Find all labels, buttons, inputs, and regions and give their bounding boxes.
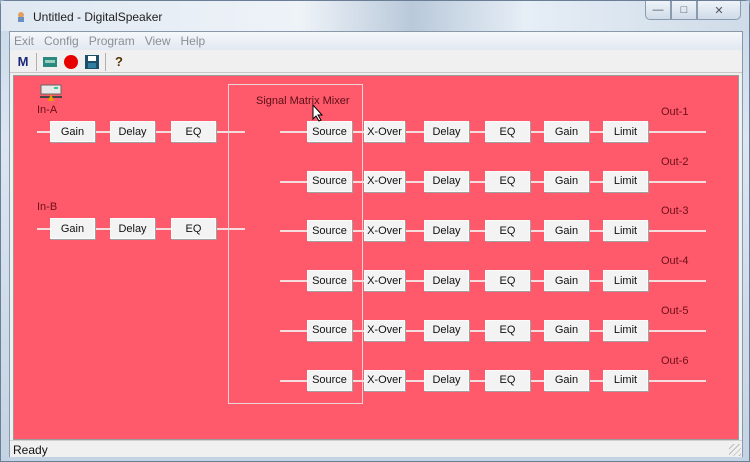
close-button[interactable]: ✕ xyxy=(697,1,741,20)
toolbar-separator xyxy=(105,52,106,71)
help-icon: ? xyxy=(115,54,123,69)
output-label-3: Out-3 xyxy=(661,205,689,218)
title-bar[interactable]: Untitled - DigitalSpeaker — □ ✕ xyxy=(1,1,749,31)
output-label-6: Out-6 xyxy=(661,354,689,367)
m-button[interactable]: M xyxy=(14,53,32,71)
out-2-gain-block[interactable]: Gain xyxy=(544,170,589,192)
status-bar: Ready xyxy=(10,440,742,457)
input-label-a: In-A xyxy=(37,104,58,116)
out-3-source-block[interactable]: Source xyxy=(307,220,352,242)
menu-program[interactable]: Program xyxy=(88,34,135,48)
in-a-gain-block[interactable]: Gain xyxy=(50,121,95,142)
out-4-limit-block[interactable]: Limit xyxy=(603,270,648,292)
mixer-title: Signal Matrix Mixer xyxy=(256,95,350,107)
menu-help[interactable]: Help xyxy=(180,34,206,48)
in-a-delay-block[interactable]: Delay xyxy=(110,121,155,142)
in-b-gain-block[interactable]: Gain xyxy=(50,218,95,239)
out-3-limit-block[interactable]: Limit xyxy=(603,220,648,242)
client-area: Exit Config Program View Help M xyxy=(9,31,743,457)
out-1-limit-block[interactable]: Limit xyxy=(603,121,648,142)
menu-view[interactable]: View xyxy=(144,34,171,48)
signal-matrix-mixer[interactable] xyxy=(228,84,363,404)
toolbar: M ? xyxy=(10,51,742,73)
out-5-limit-block[interactable]: Limit xyxy=(603,319,648,341)
output-label-1: Out-1 xyxy=(661,106,689,118)
out-6-delay-block[interactable]: Delay xyxy=(424,369,469,391)
menu-bar: Exit Config Program View Help xyxy=(10,32,742,50)
out-1-gain-block[interactable]: Gain xyxy=(544,121,589,142)
signal-flow-canvas: In-A Gain Delay EQ In-B Gain Delay EQ Si… xyxy=(13,75,739,440)
m-icon: M xyxy=(17,54,29,69)
maximize-button[interactable]: □ xyxy=(671,1,697,20)
out-6-gain-block[interactable]: Gain xyxy=(544,369,589,391)
out-5-eq-block[interactable]: EQ xyxy=(485,319,530,341)
app-icon xyxy=(18,12,24,22)
mouse-cursor-icon xyxy=(312,104,324,122)
out-3-gain-block[interactable]: Gain xyxy=(544,220,589,242)
out-4-x-over-block[interactable]: X-Over xyxy=(364,270,405,292)
out-4-gain-block[interactable]: Gain xyxy=(544,270,589,292)
red-circle-icon xyxy=(64,54,78,69)
out-5-source-block[interactable]: Source xyxy=(307,319,352,341)
out-2-x-over-block[interactable]: X-Over xyxy=(364,170,405,192)
out-3-x-over-block[interactable]: X-Over xyxy=(364,220,405,242)
output-label-4: Out-4 xyxy=(661,255,689,268)
out-6-x-over-block[interactable]: X-Over xyxy=(364,369,405,391)
window-title: Untitled - DigitalSpeaker xyxy=(33,10,163,24)
out-5-delay-block[interactable]: Delay xyxy=(424,319,469,341)
maximize-icon: □ xyxy=(680,4,688,16)
out-2-delay-block[interactable]: Delay xyxy=(424,170,469,192)
out-2-limit-block[interactable]: Limit xyxy=(603,170,648,192)
output-label-2: Out-2 xyxy=(661,155,689,168)
out-4-source-block[interactable]: Source xyxy=(307,270,352,292)
device-button[interactable] xyxy=(41,53,59,71)
out-6-limit-block[interactable]: Limit xyxy=(603,369,648,391)
menu-exit[interactable]: Exit xyxy=(14,34,35,48)
out-4-delay-block[interactable]: Delay xyxy=(424,270,469,292)
record-button[interactable] xyxy=(62,53,80,71)
out-6-source-block[interactable]: Source xyxy=(307,369,352,391)
in-a-eq-block[interactable]: EQ xyxy=(171,121,216,142)
out-1-delay-block[interactable]: Delay xyxy=(424,121,469,142)
out-2-source-block[interactable]: Source xyxy=(307,170,352,192)
out-3-delay-block[interactable]: Delay xyxy=(424,220,469,242)
out-6-eq-block[interactable]: EQ xyxy=(485,369,530,391)
help-button[interactable]: ? xyxy=(110,53,128,71)
device-icon xyxy=(43,56,57,67)
out-1-eq-block[interactable]: EQ xyxy=(485,121,530,142)
save-button[interactable] xyxy=(83,53,101,71)
disk-icon xyxy=(85,54,99,69)
in-b-delay-block[interactable]: Delay xyxy=(110,218,155,239)
device-icon[interactable] xyxy=(39,83,63,103)
minimize-button[interactable]: — xyxy=(645,1,671,20)
out-3-eq-block[interactable]: EQ xyxy=(485,220,530,242)
resize-grip[interactable] xyxy=(729,444,741,456)
in-b-eq-block[interactable]: EQ xyxy=(171,218,216,239)
input-label-b: In-B xyxy=(37,201,58,213)
close-icon: ✕ xyxy=(714,4,724,17)
menu-config[interactable]: Config xyxy=(44,34,79,48)
out-2-eq-block[interactable]: EQ xyxy=(485,170,530,192)
status-text: Ready xyxy=(13,443,48,457)
out-4-eq-block[interactable]: EQ xyxy=(485,270,530,292)
output-label-5: Out-5 xyxy=(661,304,689,317)
toolbar-separator xyxy=(36,52,37,71)
out-5-gain-block[interactable]: Gain xyxy=(544,319,589,341)
out-1-x-over-block[interactable]: X-Over xyxy=(364,121,405,142)
minimize-icon: — xyxy=(652,4,664,16)
out-1-source-block[interactable]: Source xyxy=(307,121,352,142)
out-5-x-over-block[interactable]: X-Over xyxy=(364,319,405,341)
